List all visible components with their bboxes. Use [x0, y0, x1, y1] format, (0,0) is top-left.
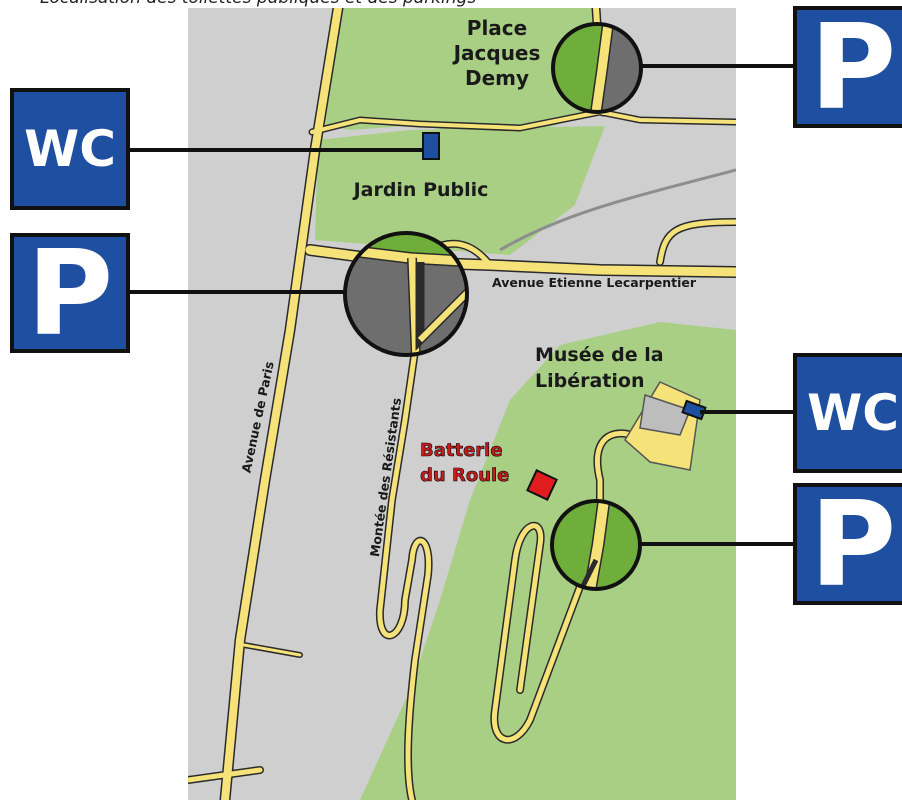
- wc-sign-left: WC: [10, 88, 130, 210]
- label-jardin-public: Jardin Public: [352, 179, 489, 201]
- road-serpentine: [491, 497, 603, 743]
- parking-sign-left: P: [10, 233, 130, 353]
- jardin-wc-marker: [422, 132, 440, 160]
- label-avenue-etienne: Avenue Etienne Lecarpentier: [492, 275, 697, 290]
- musee-building: [624, 381, 707, 471]
- label-batterie-line1: Batterie: [420, 440, 503, 461]
- parking-circle-jardin: [343, 231, 469, 357]
- parking-sign-top-right: P: [793, 6, 902, 128]
- label-musee-line2: Libération: [535, 370, 644, 392]
- parking-sign-right: P: [793, 483, 902, 605]
- label-place-line1: Place: [467, 16, 527, 40]
- rail-line: [499, 168, 736, 252]
- park-place-jacques-demy: [325, 8, 605, 135]
- map-caption: Localisation des toilettes publiques et …: [40, 0, 476, 8]
- batterie-marker: [526, 469, 558, 501]
- label-musee-line1: Musée de la: [535, 344, 664, 366]
- label-place-line2: Jacques: [452, 41, 541, 65]
- road-avenue-paris: [221, 8, 342, 800]
- label-place-line3: Demy: [465, 66, 529, 90]
- parking-circle-musee: [550, 499, 642, 591]
- sign-connectors: [129, 64, 793, 546]
- park-jardin-public: [315, 126, 605, 255]
- wc-sign-right: WC: [793, 353, 902, 473]
- label-batterie-line2: du Roule: [420, 465, 509, 486]
- road-montee: [377, 327, 432, 800]
- map-area: [188, 8, 736, 800]
